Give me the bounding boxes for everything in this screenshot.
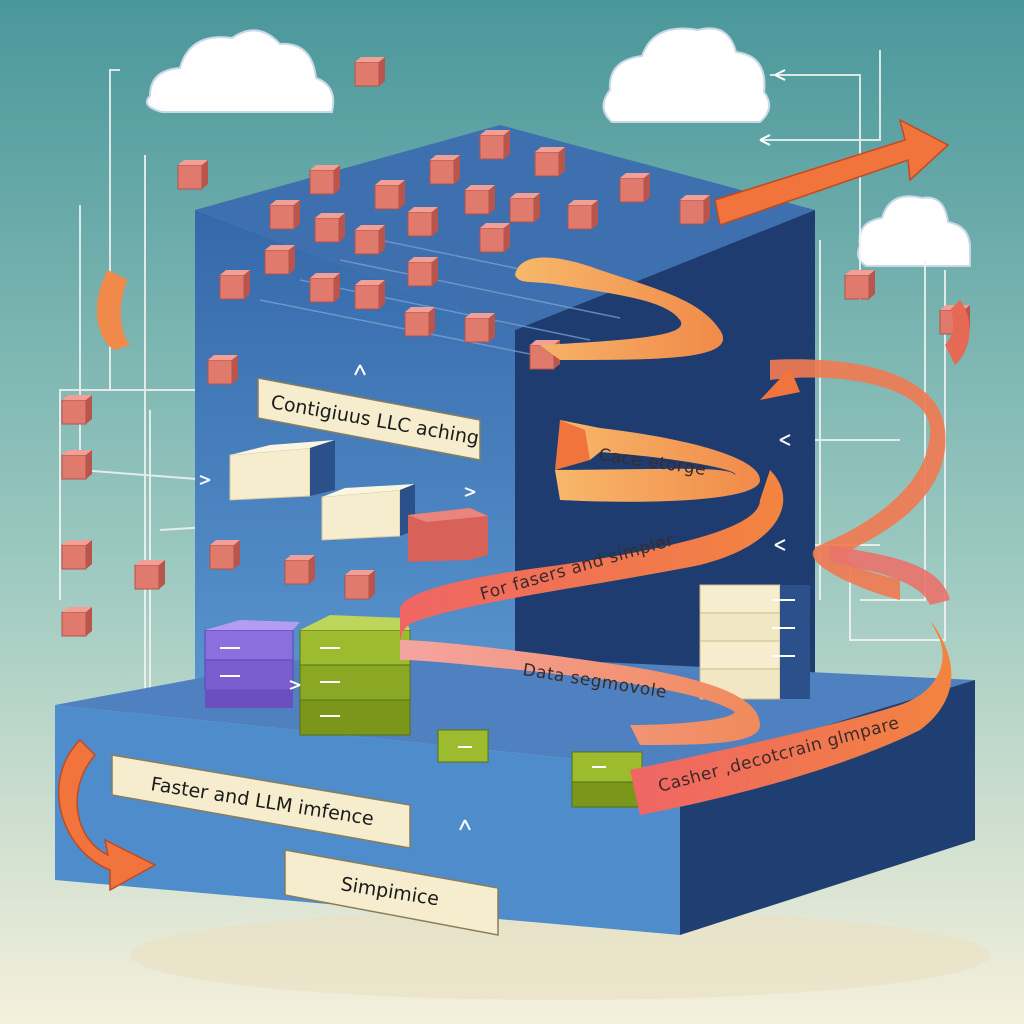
- server-stack-icon: [699, 584, 810, 700]
- data-cube-icon: [134, 560, 165, 590]
- ribbon-left: [96, 270, 130, 350]
- cloud-icon: [602, 27, 771, 123]
- ground-shadow: [130, 910, 990, 1000]
- data-cube-icon: [354, 280, 385, 310]
- data-cube-icon: [219, 270, 250, 300]
- data-cube-icon: [534, 147, 565, 177]
- data-cube-icon: [619, 173, 650, 203]
- database-icon: [204, 620, 300, 708]
- data-cube-icon: [207, 355, 238, 385]
- arrow-icon: [714, 118, 950, 226]
- arrow-icon: [57, 738, 157, 892]
- data-cube-icon: [407, 207, 438, 237]
- arrow-icon: [760, 368, 800, 400]
- data-cube-icon: [479, 223, 510, 253]
- arrow-icon: [555, 420, 590, 470]
- data-cube-icon: [314, 213, 345, 243]
- cream-block-mid: [321, 484, 415, 541]
- data-cube-icon: [404, 307, 435, 337]
- top-sign: Contigiuus LLC aching: [257, 377, 481, 461]
- ribbon-cashier: [630, 620, 952, 815]
- data-cube-icon: [429, 155, 460, 185]
- data-cube-icon: [344, 570, 375, 600]
- base-side: [680, 680, 975, 935]
- data-cube-icon: [284, 555, 315, 585]
- server-stack-icon: [299, 615, 411, 736]
- data-cube-icon: [309, 273, 340, 303]
- data-cube-icon: [479, 130, 510, 160]
- data-cube-icon: [61, 607, 92, 637]
- data-cube-icon: [209, 540, 240, 570]
- data-cube-icon: [354, 225, 385, 255]
- data-cube-icon: [177, 160, 208, 190]
- data-cube-icon: [61, 540, 92, 570]
- ribbon-right-edge: [945, 300, 970, 365]
- simp-sign: Simpimice: [284, 849, 499, 936]
- data-cube-icon: [61, 450, 92, 480]
- ribbon-top: [515, 257, 724, 360]
- data-cube-icon: [264, 245, 295, 275]
- data-cube-icon: [374, 180, 405, 210]
- data-cube-icon: [567, 200, 598, 230]
- arrow-markers: [199, 69, 791, 831]
- cream-block-left: [229, 440, 335, 501]
- data-cube-icon: [679, 195, 710, 225]
- ribbon-faster: [400, 470, 784, 650]
- cloud-icon: [146, 29, 335, 113]
- data-cube-icon: [509, 193, 540, 223]
- data-cube-icon: [309, 165, 340, 195]
- cloud-icon: [857, 195, 971, 267]
- ribbon-cache: [555, 420, 760, 502]
- ribbon-data: [400, 640, 760, 745]
- data-cube-icon: [408, 508, 488, 562]
- data-cube-icon: [61, 395, 92, 425]
- data-cube-icon: [354, 57, 385, 87]
- data-cube-icon: [464, 185, 495, 215]
- ribbon-bottom-right: [830, 545, 950, 605]
- data-cube-icon: [269, 200, 300, 230]
- data-cube-icon: [844, 270, 875, 300]
- data-cube-icon: [407, 257, 438, 287]
- data-cube-icon: [464, 313, 495, 343]
- server-stack-icon: [437, 729, 643, 808]
